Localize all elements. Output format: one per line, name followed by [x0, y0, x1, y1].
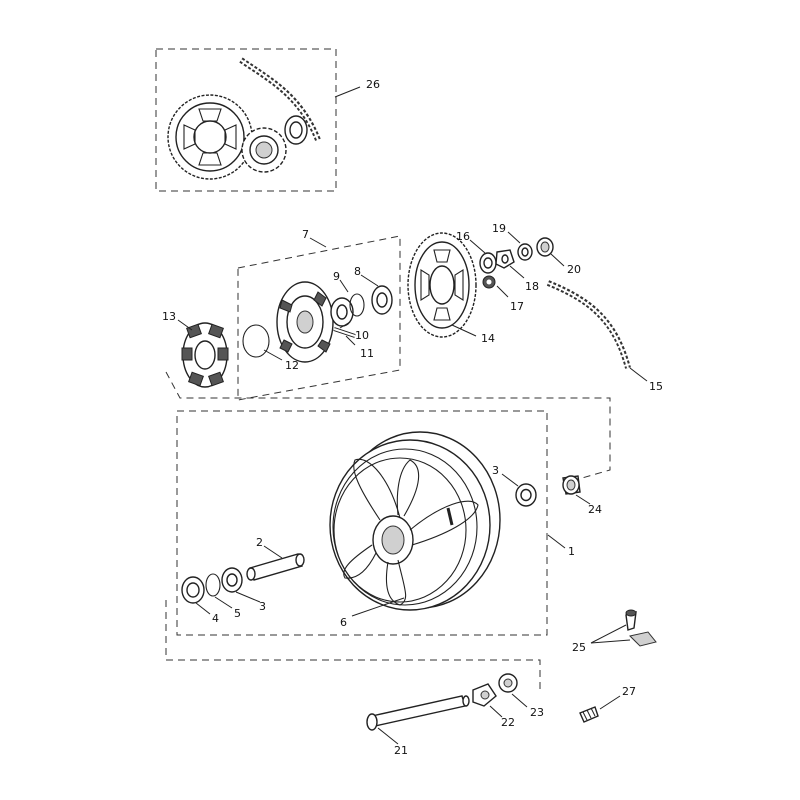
leader-line-27 — [599, 695, 621, 710]
callout-1[interactable]: 1 — [568, 545, 575, 558]
drive-chain-part[interactable] — [546, 280, 631, 369]
group-box-rear-wheel — [176, 410, 548, 636]
leader-line-6 — [351, 597, 405, 617]
leader-line-25a — [590, 624, 627, 644]
valve-cap-25-part[interactable] — [629, 631, 657, 647]
callout-3-right[interactable]: 3 — [492, 464, 499, 477]
valve-stem-25-part[interactable] — [625, 609, 637, 631]
callout-21[interactable]: 21 — [394, 744, 408, 757]
leader-line-25b — [590, 639, 631, 644]
callout-5[interactable]: 5 — [234, 607, 241, 620]
leader-line-14 — [451, 324, 477, 337]
spacer-16-part[interactable] — [479, 252, 497, 274]
bush-20-part[interactable] — [536, 237, 554, 257]
leader-line-18 — [509, 265, 525, 279]
circlip-9-part[interactable] — [349, 293, 365, 317]
assembly-link-line — [165, 371, 611, 479]
callout-3-left[interactable]: 3 — [259, 600, 266, 613]
callout-8[interactable]: 8 — [354, 265, 361, 278]
callout-14[interactable]: 14 — [481, 332, 495, 345]
callout-4[interactable]: 4 — [212, 612, 219, 625]
sprocket-kit-chain-part[interactable] — [239, 57, 321, 142]
callout-11[interactable]: 11 — [360, 347, 374, 360]
leader-line-5 — [214, 596, 233, 609]
leader-line-21 — [377, 727, 399, 745]
leader-line-24 — [575, 494, 591, 505]
o-ring-12-part[interactable] — [242, 324, 270, 358]
rear-sprocket-kit-part[interactable] — [167, 94, 253, 180]
axle-link-line — [165, 600, 541, 690]
callout-6[interactable]: 6 — [340, 616, 347, 629]
callout-10[interactable]: 10 — [355, 329, 369, 342]
wheel-spacer-24-part[interactable] — [562, 475, 581, 495]
washer-19-part[interactable] — [517, 243, 533, 261]
leader-line-3a — [501, 473, 519, 487]
leader-line-16 — [469, 239, 486, 254]
leader-line-26 — [334, 86, 361, 98]
leader-line-7 — [309, 237, 327, 248]
callout-13[interactable]: 13 — [162, 310, 176, 323]
bolt-27-part[interactable] — [579, 706, 599, 723]
group-box-sprocket-kit — [155, 48, 337, 192]
callout-24[interactable]: 24 — [588, 503, 602, 516]
leader-line-22 — [489, 705, 503, 718]
callout-18[interactable]: 18 — [525, 280, 539, 293]
nut-17-part[interactable] — [482, 275, 496, 289]
leader-line-3b — [235, 591, 261, 603]
cush-drive-rubbers-part[interactable] — [181, 322, 229, 388]
leader-line-17 — [496, 285, 509, 298]
bearing-3-right-part[interactable] — [515, 483, 537, 507]
leader-line-11 — [345, 335, 356, 346]
circlip-5-part[interactable] — [205, 573, 221, 597]
bearing-3-left-part[interactable] — [221, 567, 243, 593]
leader-line-8 — [360, 274, 379, 287]
callout-22[interactable]: 22 — [501, 716, 515, 729]
bearing-10-part[interactable] — [330, 297, 354, 327]
leader-line-2 — [263, 545, 283, 559]
leader-line-12 — [263, 349, 283, 361]
rear-wheel-part[interactable] — [329, 431, 501, 611]
leader-line-9 — [339, 279, 349, 293]
leader-line-20 — [550, 253, 565, 267]
leader-line-1 — [547, 534, 566, 549]
callout-17[interactable]: 17 — [510, 300, 524, 313]
bearing-8-part[interactable] — [371, 285, 393, 315]
leader-line-4 — [195, 602, 211, 615]
leader-line-23 — [511, 693, 528, 708]
seal-4-part[interactable] — [181, 576, 205, 604]
callout-16[interactable]: 16 — [456, 230, 470, 243]
rear-axle-part[interactable] — [366, 695, 470, 731]
callout-23[interactable]: 23 — [530, 706, 544, 719]
callout-27[interactable]: 27 — [622, 685, 636, 698]
callout-2[interactable]: 2 — [256, 536, 263, 549]
rear-sprocket-part[interactable] — [407, 232, 477, 338]
cush-drive-hub-part[interactable] — [276, 281, 334, 363]
chain-adjuster-22-part[interactable] — [472, 683, 497, 707]
callout-15[interactable]: 15 — [649, 380, 663, 393]
callout-7[interactable]: 7 — [302, 228, 309, 241]
leader-line-15 — [629, 367, 648, 382]
leader-line-19 — [507, 231, 521, 244]
group-box-cush-drive — [237, 235, 401, 401]
leader-line-10 — [339, 321, 351, 329]
callout-20[interactable]: 20 — [567, 263, 581, 276]
leader-line-13 — [177, 319, 193, 331]
wheel-spacer-tube-part[interactable] — [246, 553, 305, 581]
sprocket-kit-washer-part[interactable] — [284, 115, 308, 145]
dowel-pin-11-part[interactable] — [333, 327, 356, 338]
adjuster-18-part[interactable] — [495, 249, 515, 269]
axle-spacer-23-part[interactable] — [498, 673, 518, 693]
front-sprocket-part[interactable] — [241, 127, 287, 173]
callout-19[interactable]: 19 — [492, 222, 506, 235]
callout-25[interactable]: 25 — [572, 641, 586, 654]
callout-12[interactable]: 12 — [285, 359, 299, 372]
callout-9[interactable]: 9 — [333, 270, 340, 283]
callout-26[interactable]: 26 — [366, 78, 380, 91]
